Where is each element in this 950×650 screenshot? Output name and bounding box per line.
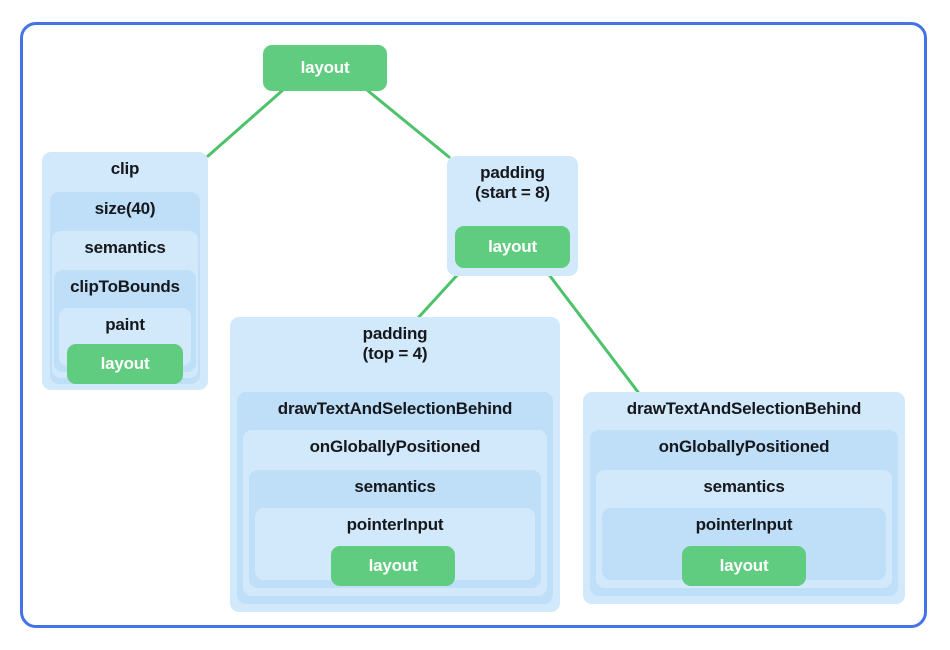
node-paint-label: paint — [105, 315, 145, 334]
node-layout-padding-start[interactable]: layout — [455, 226, 570, 268]
node-layout-left-label: layout — [100, 354, 150, 374]
node-clip-to-bounds-label: clipToBounds — [70, 277, 180, 296]
node-layout-padding-start-label: layout — [488, 237, 537, 257]
node-draw-text-right-label: drawTextAndSelectionBehind — [626, 399, 862, 418]
node-size-label: size(40) — [94, 199, 156, 218]
node-pointer-input-right-label: pointerInput — [695, 515, 793, 534]
node-layout-middle-label: layout — [368, 556, 418, 576]
node-root-layout-label: layout — [300, 58, 350, 78]
node-padding-start-label: padding (start = 8) — [475, 163, 550, 202]
node-semantics-right-label: semantics — [703, 477, 785, 496]
node-layout-middle[interactable]: layout — [331, 546, 455, 586]
node-semantics-left-label: semantics — [84, 238, 166, 257]
node-padding-top-label: padding (top = 4) — [362, 324, 428, 363]
node-on-globally-positioned-right-label: onGloballyPositioned — [658, 437, 830, 456]
node-root-layout[interactable]: layout — [263, 45, 387, 91]
node-on-globally-positioned-middle-label: onGloballyPositioned — [309, 437, 481, 456]
node-clip-label: clip — [110, 159, 140, 178]
node-layout-left[interactable]: layout — [67, 344, 183, 384]
node-pointer-input-middle-label: pointerInput — [346, 515, 444, 534]
node-semantics-middle-label: semantics — [354, 477, 436, 496]
node-layout-right[interactable]: layout — [682, 546, 806, 586]
node-draw-text-middle-label: drawTextAndSelectionBehind — [277, 399, 513, 418]
node-layout-right-label: layout — [719, 556, 769, 576]
